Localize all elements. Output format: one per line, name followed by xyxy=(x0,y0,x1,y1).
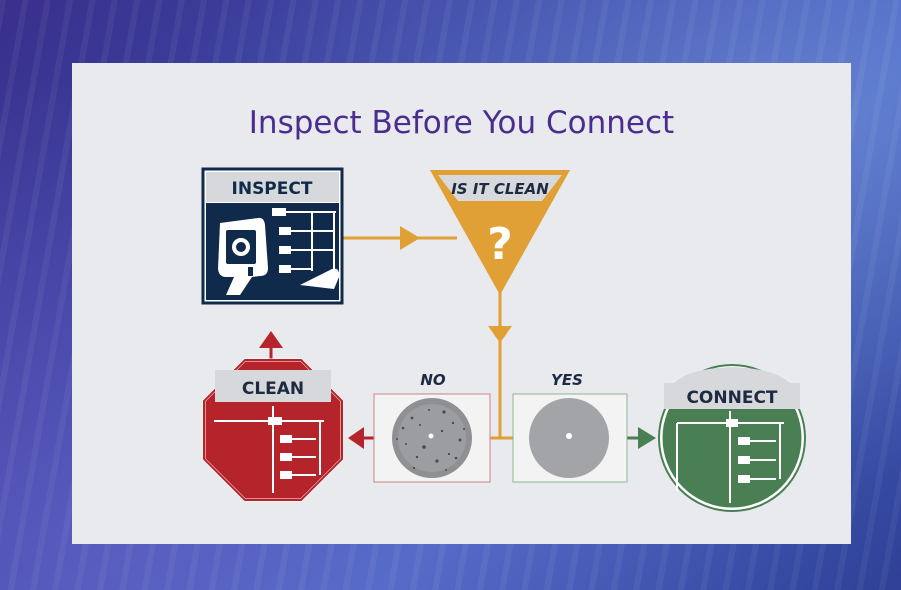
fiber-connectors-icon xyxy=(214,420,324,476)
connector-plugs-icon xyxy=(268,417,292,479)
question-mark-icon: ? xyxy=(487,219,513,270)
clean-fiber-image xyxy=(512,393,628,483)
connect-node: CONNECT xyxy=(658,364,806,512)
no-label: NO xyxy=(420,371,446,389)
probe-tip-icon xyxy=(300,268,340,289)
diagram-panel: Inspect Before You Connect INSPECT xyxy=(72,63,851,544)
clean-node: CLEAN xyxy=(202,358,344,502)
connector-plugs-icon xyxy=(272,208,291,273)
flowchart: INSPECT xyxy=(201,167,806,512)
arrow-left-icon xyxy=(348,427,364,449)
fiber-connectors-icon xyxy=(676,422,784,491)
decision-node: IS IT CLEAN ? xyxy=(430,170,570,295)
connect-label: CONNECT xyxy=(686,388,777,408)
clean-label: CLEAN xyxy=(242,379,304,399)
decision-label: IS IT CLEAN xyxy=(451,180,549,198)
inspection-scope-icon xyxy=(218,217,268,295)
arrow-right-icon xyxy=(638,427,656,449)
diagram-title: Inspect Before You Connect xyxy=(248,105,675,141)
connectors xyxy=(259,226,656,449)
dirty-fiber-image xyxy=(373,393,491,483)
arrow-right-icon xyxy=(400,226,420,250)
yes-label: YES xyxy=(551,371,583,389)
inspect-node: INSPECT xyxy=(201,167,344,305)
arrow-down-icon xyxy=(488,326,512,343)
inspect-label: INSPECT xyxy=(232,179,313,199)
connector-plugs-icon xyxy=(726,419,750,483)
arrow-up-icon xyxy=(259,331,283,348)
